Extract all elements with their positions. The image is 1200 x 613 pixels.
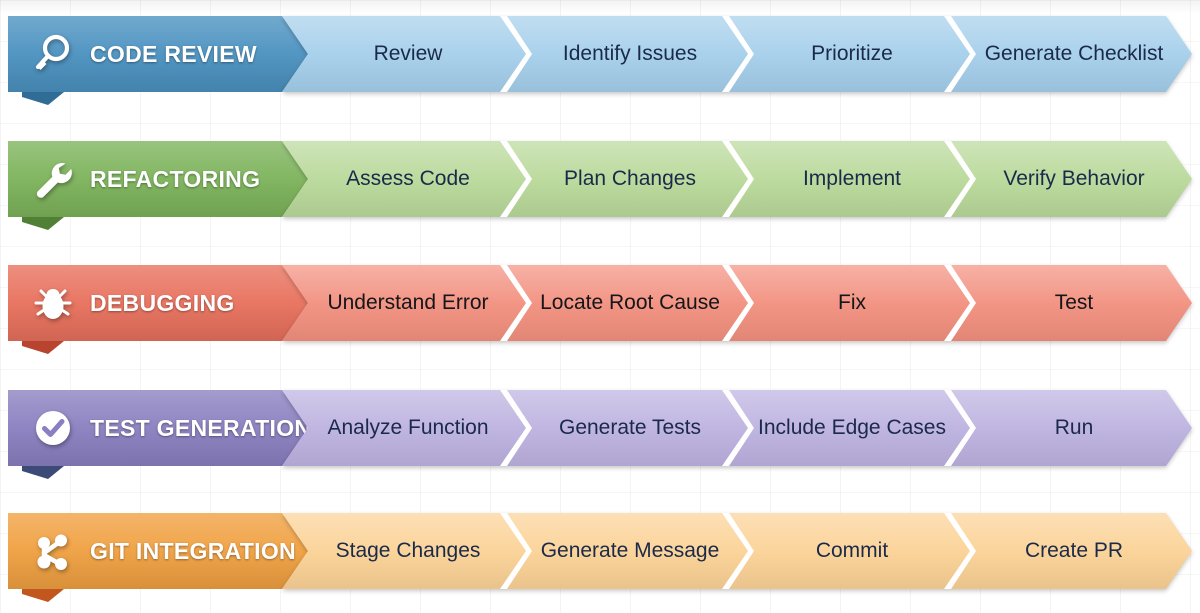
banner-label: CODE REVIEW: [90, 40, 257, 67]
steps-test-generation: Analyze Function Generate Tests Include Ed…: [282, 390, 1192, 466]
banner-label: TEST GENERATION: [90, 414, 312, 441]
step-label: Locate Root Cause: [540, 291, 720, 314]
workflow-row-test-generation: TEST GENERATION Analyze Function Generate …: [8, 390, 1192, 479]
step-label: Generate Message: [540, 539, 720, 562]
step-git-integration-3[interactable]: Commit: [720, 513, 970, 589]
step-label: Run: [1054, 416, 1094, 439]
step-test-generation-2[interactable]: Generate Tests: [498, 390, 748, 466]
step-label: Implement: [802, 167, 902, 190]
step-test-generation-3[interactable]: Include Edge Cases: [720, 390, 970, 466]
step-debugging-4[interactable]: Test: [942, 265, 1192, 341]
workflow-row-code-review: CODE REVIEW Review Identify Issues Prioriti…: [8, 16, 1192, 105]
steps-refactoring: Assess Code Plan Changes Implement Verify B…: [282, 141, 1192, 217]
step-label: Assess Code: [346, 167, 470, 190]
step-label: Understand Error: [327, 291, 489, 314]
workflow-row-debugging: DEBUGGING Understand Error Locate Root Cau…: [8, 265, 1192, 354]
magnifier-icon: [30, 31, 76, 77]
step-label: Verify Behavior: [1003, 167, 1145, 190]
banner-fold-tab: [22, 92, 64, 105]
banner-code-review[interactable]: CODE REVIEW: [8, 16, 308, 92]
git-branch-icon: [30, 528, 76, 574]
bug-icon: [30, 280, 76, 326]
banner-label: GIT INTEGRATION: [90, 537, 296, 564]
banner-fold-tab: [22, 217, 64, 230]
step-code-review-2[interactable]: Identify Issues: [498, 16, 748, 92]
step-debugging-2[interactable]: Locate Root Cause: [498, 265, 748, 341]
step-code-review-1[interactable]: Review: [282, 16, 526, 92]
banner-git-integration[interactable]: GIT INTEGRATION: [8, 513, 308, 589]
step-test-generation-1[interactable]: Analyze Function: [282, 390, 526, 466]
wrench-icon: [30, 156, 76, 202]
step-refactoring-2[interactable]: Plan Changes: [498, 141, 748, 217]
step-label: Analyze Function: [327, 416, 489, 439]
step-debugging-1[interactable]: Understand Error: [282, 265, 526, 341]
step-refactoring-4[interactable]: Verify Behavior: [942, 141, 1192, 217]
step-label: Generate Checklist: [984, 42, 1164, 65]
banner-test-generation[interactable]: TEST GENERATION: [8, 390, 308, 466]
step-label: Commit: [815, 539, 889, 562]
check-circle-icon: [30, 405, 76, 451]
step-label: Fix: [838, 291, 866, 314]
workflow-row-refactoring: REFACTORING Assess Code Plan Changes Implem…: [8, 141, 1192, 230]
step-label: Stage Changes: [335, 539, 481, 562]
banner-label: DEBUGGING: [90, 289, 235, 316]
banner-label: REFACTORING: [90, 165, 261, 192]
banner-fold-tab: [22, 466, 64, 479]
steps-debugging: Understand Error Locate Root Cause Fix Test: [282, 265, 1192, 341]
step-label: Create PR: [1024, 539, 1124, 562]
banner-debugging[interactable]: DEBUGGING: [8, 265, 308, 341]
step-code-review-3[interactable]: Prioritize: [720, 16, 970, 92]
step-git-integration-1[interactable]: Stage Changes: [282, 513, 526, 589]
step-label: Test: [1054, 291, 1094, 314]
step-code-review-4[interactable]: Generate Checklist: [942, 16, 1192, 92]
step-label: Include Edge Cases: [758, 416, 946, 439]
steps-code-review: Review Identify Issues Prioritize Generate …: [282, 16, 1192, 92]
workflow-row-git-integration: GIT INTEGRATION Stage Changes Generate Mes…: [8, 513, 1192, 602]
steps-git-integration: Stage Changes Generate Message Commit Creat…: [282, 513, 1192, 589]
step-label: Review: [373, 42, 443, 65]
step-label: Plan Changes: [564, 167, 696, 190]
step-git-integration-4[interactable]: Create PR: [942, 513, 1192, 589]
banner-fold-tab: [22, 341, 64, 354]
banner-refactoring[interactable]: REFACTORING: [8, 141, 308, 217]
step-debugging-3[interactable]: Fix: [720, 265, 970, 341]
step-label: Prioritize: [811, 42, 893, 65]
step-test-generation-4[interactable]: Run: [942, 390, 1192, 466]
step-label: Identify Issues: [562, 42, 698, 65]
step-refactoring-3[interactable]: Implement: [720, 141, 970, 217]
step-label: Generate Tests: [558, 416, 702, 439]
step-git-integration-2[interactable]: Generate Message: [498, 513, 748, 589]
step-refactoring-1[interactable]: Assess Code: [282, 141, 526, 217]
banner-fold-tab: [22, 589, 64, 602]
